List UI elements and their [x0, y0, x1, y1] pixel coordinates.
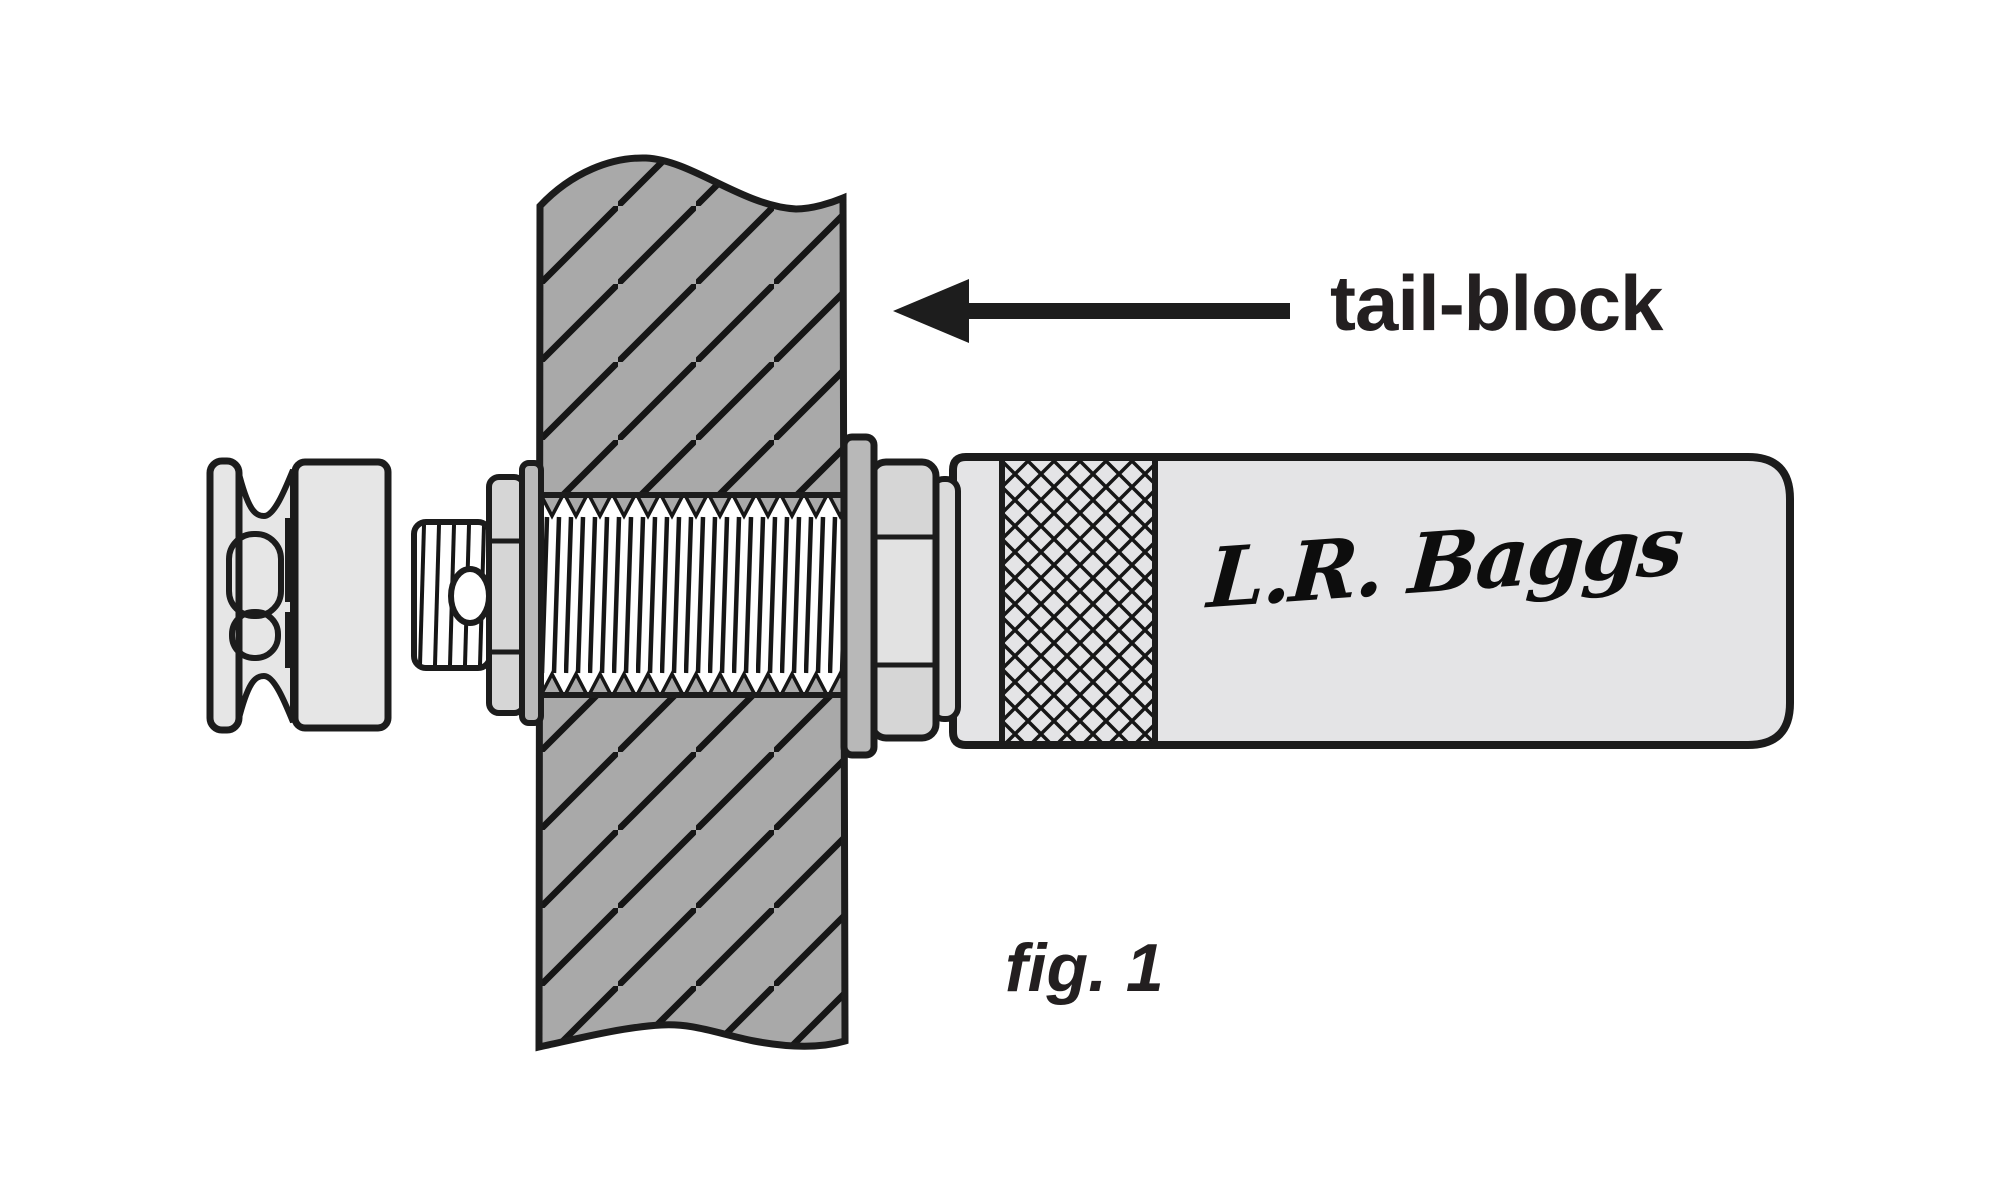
tail-block-label: tail-block	[1330, 259, 1663, 347]
outer-nut-middle-facet	[877, 538, 931, 664]
jack-body	[949, 453, 1794, 749]
inner-nut-facet-lines	[491, 538, 522, 655]
screw-ball-end	[448, 566, 492, 626]
inner-washer	[519, 460, 544, 726]
endpin-screw-thread	[411, 519, 493, 671]
figure-caption: fig. 1	[1005, 930, 1164, 1006]
endpin-strap-button	[206, 457, 392, 734]
threaded-sleeve-body	[540, 495, 845, 695]
tail-block-arrow	[893, 279, 1290, 343]
outer-nut-facet-lines	[874, 534, 934, 668]
inner-fasteners	[486, 460, 544, 726]
endpin-shank-block	[291, 458, 392, 732]
threaded-sleeve-bore-lines	[540, 492, 845, 698]
inner-nut	[486, 474, 527, 716]
endpin-flange	[206, 457, 243, 734]
knurl-band-borders	[999, 459, 1158, 743]
outer-fasteners	[840, 433, 961, 759]
endpin-neck	[235, 468, 296, 724]
threaded-sleeve	[540, 492, 845, 698]
jack-body-shell	[949, 453, 1794, 749]
knurl-band	[1002, 461, 1155, 741]
endpin-slot-upper	[226, 531, 284, 619]
arrow-head-icon	[893, 279, 969, 343]
outer-washer	[840, 433, 878, 759]
endpin-slot-lower	[229, 609, 281, 661]
